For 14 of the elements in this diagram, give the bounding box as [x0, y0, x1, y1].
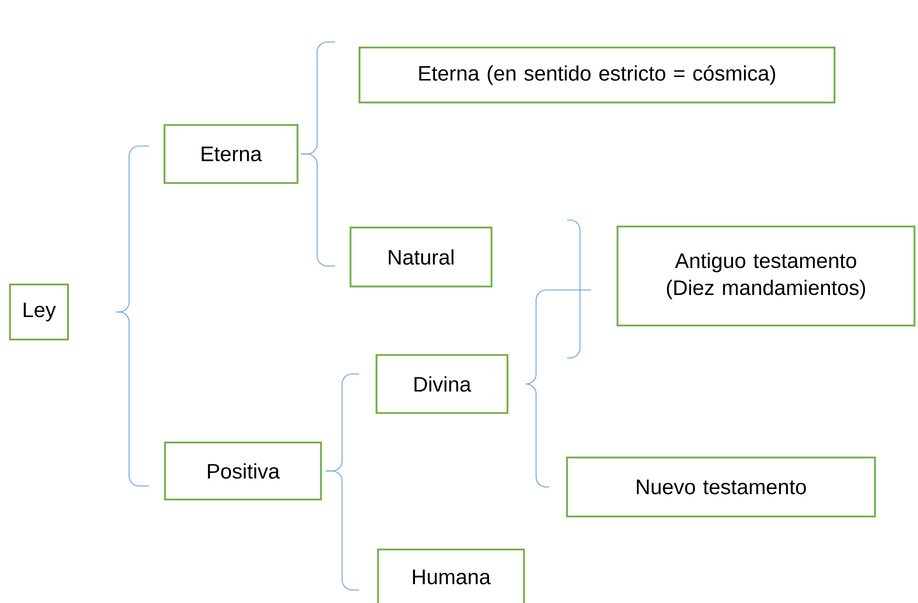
text-box: Positiva [164, 442, 322, 500]
text-box: Antiguo testamento (Diez mandamientos) [616, 226, 916, 326]
text-box: Eterna [164, 124, 298, 184]
text-box: Humana [377, 548, 525, 603]
text-box: Divina [376, 354, 508, 414]
text-box: Nuevo testamento [566, 456, 876, 518]
brace-connector [300, 154, 336, 266]
brace-connector [526, 220, 592, 384]
brace-connector [326, 470, 360, 590]
brace-connector [116, 312, 150, 486]
text-box: Ley [9, 284, 69, 340]
text-box: Natural [350, 226, 492, 288]
text-box: Eterna (en sentido estricto = cósmica) [358, 46, 836, 104]
brace-connector [526, 384, 550, 488]
